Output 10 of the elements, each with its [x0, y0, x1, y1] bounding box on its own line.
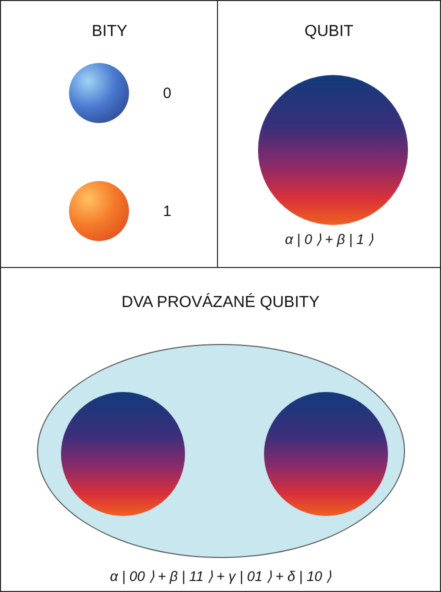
panel-heading: DVA PROVÁZANÉ QUBITY [122, 294, 320, 312]
bit-value-label: 0 [163, 85, 172, 102]
panel-heading: QUBIT [304, 23, 354, 41]
panel [0, 267, 441, 592]
formula: α | 0 ⟩ + β | 1 ⟩ [284, 231, 374, 247]
panel-heading: BITY [92, 23, 128, 41]
panel [0, 0, 219, 269]
bit-value-label: 1 [163, 203, 172, 220]
formula: α | 00 ⟩ + β | 11 ⟩ + γ | 01 ⟩ + δ | 10 ⟩ [110, 568, 332, 584]
panel [217, 0, 441, 269]
